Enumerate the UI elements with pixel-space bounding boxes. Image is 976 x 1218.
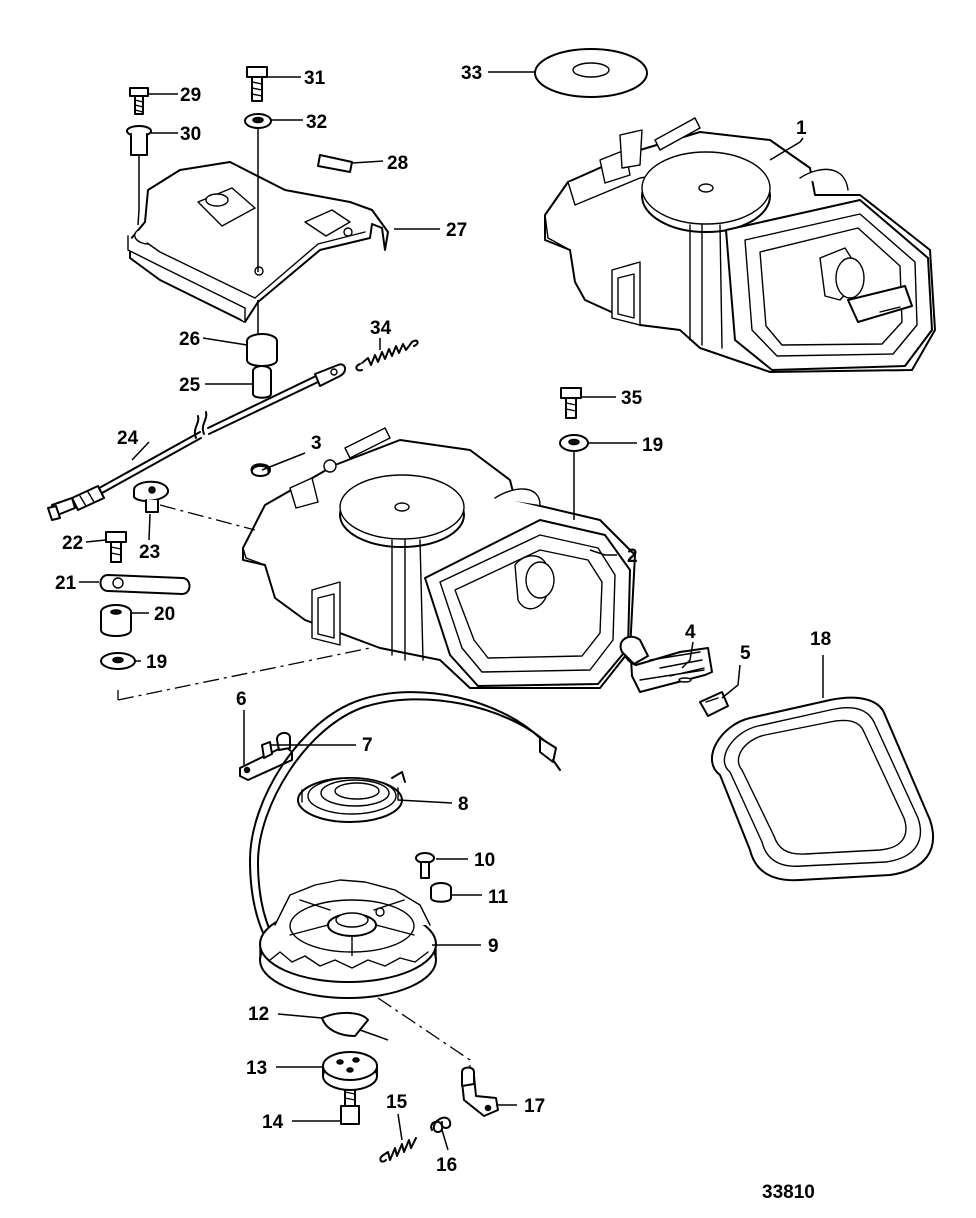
part-9-pulley (259, 879, 437, 999)
callout-27: 27 (446, 220, 467, 241)
callout-30: 30 (180, 124, 201, 145)
callout-2: 2 (627, 546, 638, 567)
part-4-handle (619, 635, 713, 693)
callout-16: 16 (436, 1155, 457, 1176)
part-22-bolt (105, 531, 127, 563)
part-13-retainer (322, 1051, 378, 1091)
part-35-bolt (560, 387, 582, 419)
callout-33: 33 (461, 63, 482, 84)
callout-4: 4 (685, 622, 696, 643)
part-1-starter-housing (544, 117, 936, 373)
part-32-washer (244, 113, 272, 129)
callout-13: 13 (246, 1058, 267, 1079)
callout-20: 20 (154, 604, 175, 625)
part-16-spring (430, 1116, 452, 1133)
part-2-starter-housing (242, 427, 636, 689)
part-12-pad (321, 1012, 369, 1037)
callout-19-lower: 19 (146, 652, 167, 673)
callout-28: 28 (387, 153, 408, 174)
callout-10: 10 (474, 850, 495, 871)
callout-3: 3 (311, 433, 322, 454)
callout-35: 35 (621, 388, 643, 409)
callout-24: 24 (117, 428, 139, 449)
callout-34: 34 (370, 318, 392, 339)
callout-26: 26 (179, 329, 200, 350)
part-34-spring (355, 339, 419, 372)
callout-19-upper: 19 (642, 435, 663, 456)
callout-18: 18 (810, 629, 831, 650)
part-33-disc (534, 48, 648, 98)
callout-17: 17 (524, 1096, 545, 1117)
callout-leaders (79, 71, 824, 1151)
callout-32: 32 (306, 112, 327, 133)
part-5-insert (699, 691, 729, 717)
part-30-sleeve (126, 125, 152, 156)
callout-6: 6 (236, 689, 247, 710)
part-7-rope (249, 691, 561, 976)
part-26-spacer (246, 333, 278, 367)
part-28-pad (317, 154, 353, 173)
callout-8: 8 (458, 794, 469, 815)
part-6-bracket (239, 732, 293, 781)
callout-7: 7 (362, 735, 373, 756)
part-21-lever (99, 574, 191, 595)
part-29-bolt (129, 87, 149, 115)
figure-number: 33810 (762, 1182, 815, 1203)
part-31-bolt (246, 66, 268, 102)
part-20-spacer (100, 604, 132, 637)
callout-22: 22 (62, 533, 83, 554)
part-10-screw (415, 852, 435, 879)
callout-29: 29 (180, 85, 201, 106)
callout-21: 21 (55, 573, 77, 594)
part-17-pawl (461, 1066, 499, 1117)
callout-14: 14 (262, 1112, 284, 1133)
part-24-cable (47, 363, 346, 521)
part-25-sleeve (252, 365, 272, 399)
part-18-seal (710, 696, 935, 882)
part-19-washer-lower (100, 652, 136, 670)
callout-1: 1 (796, 118, 807, 139)
part-19-washer-upper (559, 434, 589, 452)
part-15-spring (379, 1137, 417, 1163)
callout-15: 15 (386, 1092, 408, 1113)
part-27-cover-plate (127, 161, 389, 323)
callout-25: 25 (179, 375, 201, 396)
part-11-spacer (430, 882, 452, 903)
callout-11: 11 (488, 887, 509, 908)
assembly-lines (117, 128, 575, 1068)
callout-5: 5 (740, 643, 751, 664)
part-3-spring (250, 463, 271, 477)
part-23-cam (133, 480, 169, 513)
callout-9: 9 (488, 936, 499, 957)
callout-23: 23 (139, 542, 160, 563)
callout-12: 12 (248, 1004, 269, 1025)
callout-31: 31 (304, 68, 326, 89)
callout-numbers: 1 2 3 4 5 6 7 8 9 10 11 12 13 14 15 16 1… (55, 63, 831, 1176)
part-8-recoil-spring (297, 771, 406, 823)
